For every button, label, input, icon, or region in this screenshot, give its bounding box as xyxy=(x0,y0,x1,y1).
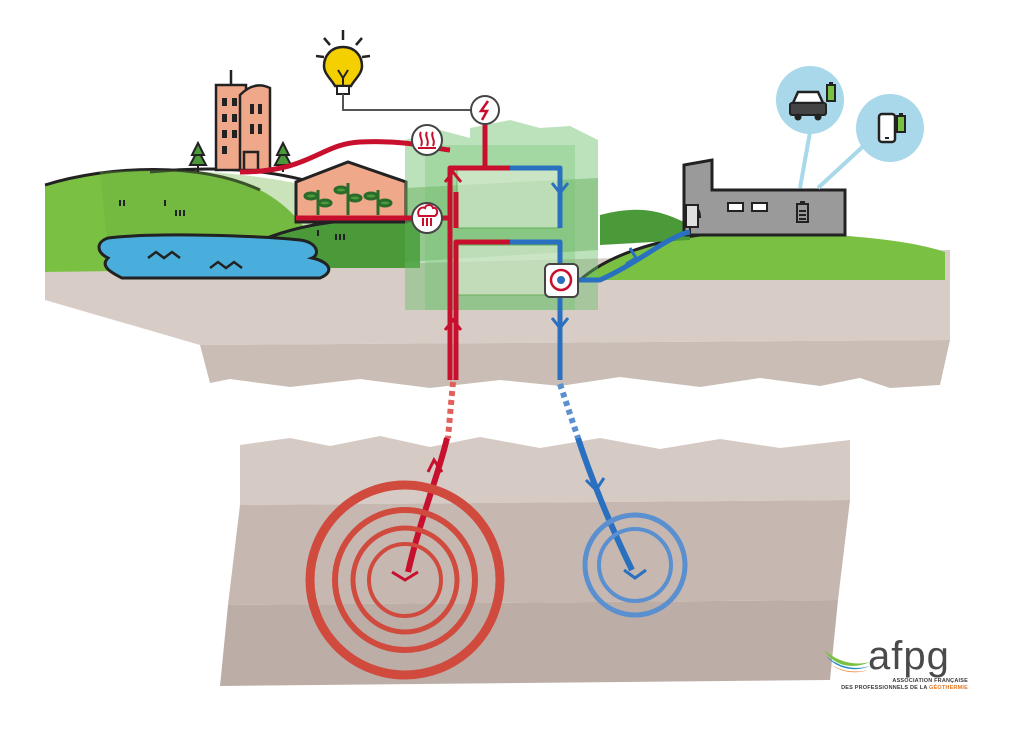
factory-building xyxy=(682,158,847,237)
phone-battery-icon xyxy=(877,112,906,144)
hot-pipe-arrows xyxy=(443,169,463,331)
city-buildings xyxy=(214,70,272,172)
electricity-icon xyxy=(470,95,500,125)
trees xyxy=(188,140,293,172)
cold-pipes xyxy=(510,165,691,380)
lake xyxy=(97,233,331,280)
logo-line-2b: GÉOTHERMIE xyxy=(929,684,968,691)
lightbulb-icon xyxy=(315,30,371,95)
steam-icon xyxy=(411,202,443,234)
deep-hot-pipe xyxy=(405,437,450,573)
afpg-logo-name: afpg xyxy=(868,634,950,678)
electric-wire xyxy=(342,94,472,111)
afpg-logo-swoosh xyxy=(824,650,870,673)
hot-reservoir xyxy=(305,480,505,680)
phone-bubble xyxy=(856,94,924,162)
cold-pipe-dashed xyxy=(557,383,581,439)
battery-icon xyxy=(796,201,809,223)
grass-marks xyxy=(119,200,345,240)
deep-cold-arrow xyxy=(584,477,606,493)
deep-cold-pipe xyxy=(575,437,635,572)
afpg-logo-subtitle: ASSOCIATION FRANÇAISE DES PROFESSIONNELS… xyxy=(838,678,968,692)
hot-pipe-dashed xyxy=(445,381,456,439)
car-bubble xyxy=(776,66,844,134)
plants xyxy=(303,183,393,215)
logo-line-2a: DES PROFESSIONNELS DE LA xyxy=(841,684,930,691)
cold-pipe-arrows xyxy=(550,182,639,331)
deep-hot-arrow xyxy=(426,457,444,473)
right-hill xyxy=(579,209,945,282)
logo-line-2: DES PROFESSIONNELS DE LA GÉOTHERMIE xyxy=(838,685,968,692)
bubble-connectors xyxy=(798,131,872,190)
cold-reservoir xyxy=(582,512,688,618)
heat-icon xyxy=(411,124,443,156)
greenhouse xyxy=(294,160,408,224)
logo-line-1: ASSOCIATION FRANÇAISE xyxy=(892,678,968,684)
electric-car-icon xyxy=(789,82,836,121)
heat-exchanger-icon xyxy=(544,263,579,298)
